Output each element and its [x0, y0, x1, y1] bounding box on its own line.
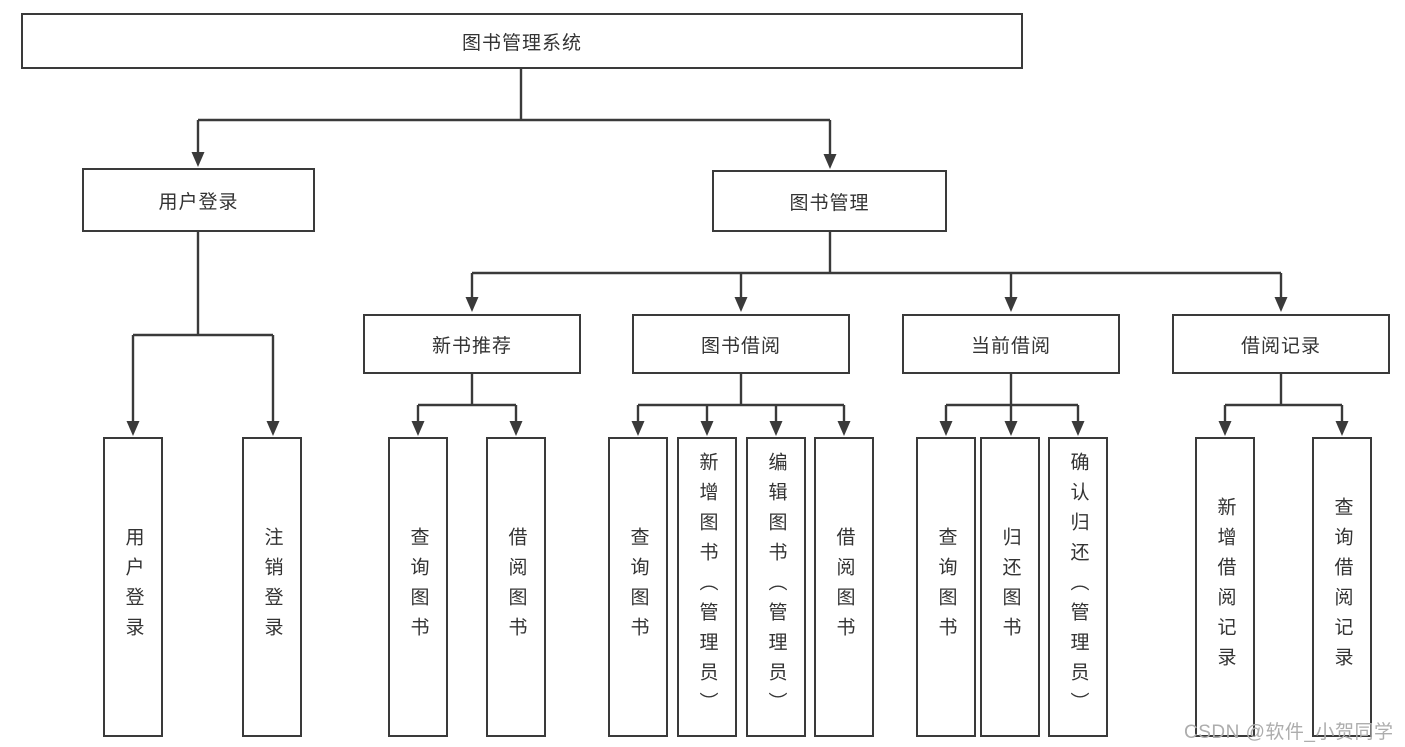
leaf-query-books-borrow: 查询图书 — [608, 437, 668, 737]
arrowhead — [411, 421, 425, 436]
leaf-label: 用户登录 — [122, 527, 144, 647]
watermark-text: CSDN @软件_小贺同学 — [1184, 722, 1394, 743]
leaf-label: 查询图书 — [935, 527, 957, 647]
leaf-add-borrow-record: 新增借阅记录 — [1195, 437, 1255, 737]
connector-root-level2 — [196, 69, 832, 156]
leaf-label: 新增图书（管理员） — [696, 452, 718, 722]
leaf-label: 编辑图书（管理员） — [765, 452, 787, 722]
leaf-label: 确认归还（管理员） — [1067, 452, 1089, 722]
leaf-query-books-current: 查询图书 — [916, 437, 976, 737]
connector-recommend-leaves — [416, 374, 518, 423]
connector-records-leaves — [1223, 374, 1344, 423]
arrowhead — [631, 421, 645, 436]
connector-management-level3 — [470, 232, 1283, 299]
arrowhead — [1004, 421, 1018, 436]
arrowhead — [823, 154, 837, 169]
arrowhead — [266, 421, 280, 436]
leaf-query-borrow-record: 查询借阅记录 — [1312, 437, 1372, 737]
arrowhead — [509, 421, 523, 436]
leaf-edit-book-admin: 编辑图书（管理员） — [746, 437, 806, 737]
leaf-label: 查询图书 — [407, 527, 429, 647]
leaf-label: 新增借阅记录 — [1214, 497, 1236, 677]
leaf-label: 借阅图书 — [833, 527, 855, 647]
node-current-borrow: 当前借阅 — [902, 314, 1120, 374]
arrowhead — [191, 152, 205, 167]
node-book-borrow: 图书借阅 — [632, 314, 850, 374]
arrowhead — [1274, 297, 1288, 312]
leaf-add-book-admin: 新增图书（管理员） — [677, 437, 737, 737]
arrowhead — [126, 421, 140, 436]
leaf-label: 注销登录 — [261, 527, 283, 647]
leaf-label: 查询图书 — [627, 527, 649, 647]
connector-current-leaves — [944, 374, 1080, 423]
leaf-label: 查询借阅记录 — [1331, 497, 1353, 677]
leaf-query-books-recommend: 查询图书 — [388, 437, 448, 737]
arrowhead — [734, 297, 748, 312]
connector-login-leaves — [131, 232, 275, 423]
arrowhead — [1218, 421, 1232, 436]
arrowhead — [939, 421, 953, 436]
arrowhead — [1004, 297, 1018, 312]
leaf-label: 归还图书 — [999, 527, 1021, 647]
leaf-logout: 注销登录 — [242, 437, 302, 737]
arrowhead — [465, 297, 479, 312]
node-new-book-recommend: 新书推荐 — [363, 314, 581, 374]
arrowhead — [700, 421, 714, 436]
node-borrow-records: 借阅记录 — [1172, 314, 1390, 374]
node-library-management-system: 图书管理系统 — [21, 13, 1023, 69]
arrowhead — [837, 421, 851, 436]
leaf-borrow-books: 借阅图书 — [814, 437, 874, 737]
arrowhead — [769, 421, 783, 436]
node-book-management: 图书管理 — [712, 170, 947, 232]
arrowhead — [1335, 421, 1349, 436]
leaf-confirm-return-admin: 确认归还（管理员） — [1048, 437, 1108, 737]
leaf-user-login: 用户登录 — [103, 437, 163, 737]
leaf-return-books: 归还图书 — [980, 437, 1040, 737]
leaf-label: 借阅图书 — [505, 527, 527, 647]
connector-borrow-leaves — [636, 374, 846, 423]
leaf-borrow-books-recommend: 借阅图书 — [486, 437, 546, 737]
arrowhead — [1071, 421, 1085, 436]
node-user-login: 用户登录 — [82, 168, 315, 232]
